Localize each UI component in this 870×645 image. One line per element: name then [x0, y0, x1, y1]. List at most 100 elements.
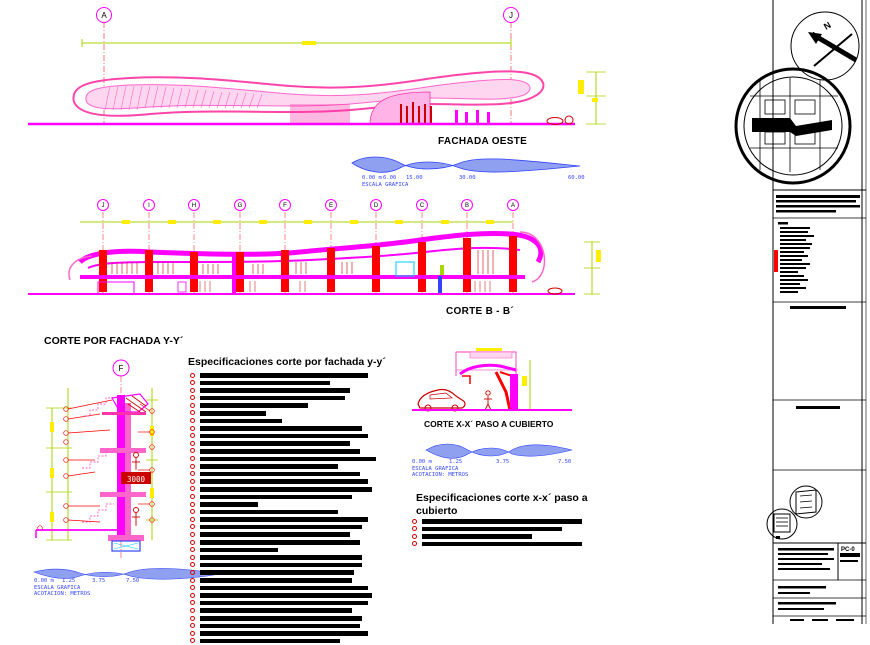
spec-text-redacted: [200, 448, 360, 454]
corte-xx-drawing: [412, 348, 572, 412]
bb-axis-label: J: [102, 203, 105, 209]
yy-scale-tick: 0.00 m: [34, 578, 54, 584]
xx-scale-caption: ESCALA GRAFICA: [412, 466, 459, 472]
spec-bullet-icon: [190, 471, 195, 477]
yy-level-tag: 3000: [127, 475, 146, 484]
spec-text-redacted: [200, 410, 266, 416]
spec-bullet-icon: [190, 607, 195, 613]
fachada-scale-tick: 60.00: [568, 175, 585, 181]
spec-text-redacted: [200, 509, 338, 515]
spec-text-redacted: [200, 578, 352, 583]
spec-bullet-icon: [190, 554, 195, 560]
bb-axis-label: C: [420, 203, 425, 209]
spec-text-redacted: [200, 562, 362, 568]
spec-text-redacted: [422, 534, 532, 539]
axis-label-j: J: [509, 11, 513, 20]
spec-bullet-icon: [190, 387, 195, 393]
bb-axis-label: H: [192, 203, 196, 209]
drawing-sheet: A J: [28, 0, 867, 624]
spec-text-redacted: [200, 373, 368, 378]
spec-text-redacted: [200, 608, 352, 613]
spec-bullet-icon: [190, 372, 195, 378]
bb-axis-label: D: [374, 203, 379, 209]
spec-text-redacted: [200, 433, 368, 439]
spec-bullet-icon: [190, 630, 195, 636]
sheet-code: PC-0: [841, 547, 855, 553]
spec-bullet-icon: [190, 463, 195, 469]
spec-bullet-icon: [190, 433, 195, 439]
spec-text-redacted: [200, 585, 368, 591]
spec-bullet-icon: [190, 448, 195, 454]
spec-bullet-icon: [190, 494, 195, 499]
axis-bubble-j: [503, 7, 519, 23]
corte-bb-drawing: J I H G F E D C B A: [28, 199, 601, 296]
spec-xx-title-line1: Especificaciones corte x-x´ paso a: [416, 492, 588, 504]
spec-text-redacted: [200, 395, 345, 401]
spec-text-redacted: [422, 541, 582, 547]
spec-bullet-icon: [190, 562, 195, 568]
bb-axis-label: I: [148, 203, 150, 209]
spec-text-redacted: [200, 638, 340, 644]
spec-bullet-icon: [190, 501, 195, 507]
fachada-scale-tick: 30.00: [459, 175, 476, 181]
spec-text-redacted: [200, 456, 376, 462]
spec-bullet-icon: [190, 592, 195, 598]
spec-text-redacted: [200, 502, 258, 507]
spec-bullet-icon: [190, 516, 195, 522]
xx-scale-tick: 7.50: [558, 459, 572, 465]
bb-axis-label: A: [511, 203, 515, 209]
spec-bullet-icon: [412, 526, 417, 532]
spec-text-redacted: [200, 403, 308, 408]
north-label: N: [822, 20, 833, 32]
yy-scale-tick: 7.50: [126, 578, 140, 584]
spec-text-redacted: [200, 517, 368, 522]
spec-text-redacted: [422, 526, 562, 532]
spec-bullet-icon: [190, 478, 195, 484]
spec-bullet-icon: [190, 380, 195, 386]
spec-text-redacted: [200, 570, 354, 576]
north-arrow-icon: [808, 31, 858, 67]
xx-scale-tick: 1.25: [449, 459, 463, 465]
spec-text-redacted: [200, 418, 282, 424]
spec-text-redacted: [200, 479, 368, 484]
spec-text-redacted: [200, 631, 368, 636]
bb-axis-label: F: [283, 203, 287, 209]
yy-scale-caption: ESCALA GRAFICA: [34, 585, 81, 591]
yy-axis-label: F: [119, 364, 124, 373]
fachada-scale-tick: 6.00: [383, 175, 397, 181]
spec-text-redacted: [200, 547, 278, 553]
spec-bullet-icon: [190, 425, 195, 431]
fachada-oeste-title: FACHADA OESTE: [438, 136, 528, 147]
spec-bullet-icon: [190, 440, 195, 446]
fachada-scale-caption: ESCALA GRAFICA: [362, 182, 409, 188]
fachada-oeste-drawing: A J: [28, 7, 606, 126]
corte-xx-title: CORTE X-X´ PASO A CUBIERTO: [424, 419, 554, 429]
spec-bullet-icon: [190, 531, 195, 537]
spec-bullet-icon: [412, 541, 417, 547]
spec-bullet-icon: [190, 569, 195, 575]
axis-label-a: A: [101, 11, 107, 20]
spec-bullet-icon: [190, 456, 195, 462]
corte-bb-title: CORTE B - B´: [446, 306, 515, 317]
spec-bullet-icon: [190, 585, 195, 591]
spec-bullet-icon: [190, 539, 195, 545]
xx-scale-caption: ACOTACION: METROS: [412, 472, 469, 478]
spec-bullet-icon: [190, 600, 195, 606]
spec-bullet-icon: [190, 577, 195, 583]
spec-bullet-icon: [190, 547, 195, 553]
spec-text-redacted: [200, 426, 362, 431]
fachada-scale-tick: 0.00 m: [362, 175, 382, 181]
spec-bullet-icon: [412, 533, 417, 539]
title-block: N: [734, 0, 867, 624]
spec-bullet-icon: [190, 524, 195, 530]
yy-scale-tick: 3.75: [92, 578, 106, 584]
yy-scale-caption: ACOTACION: METROS: [34, 591, 91, 597]
spec-text-redacted: [200, 524, 362, 530]
spec-xx-title-line2: cubierto: [416, 505, 458, 517]
spec-text-redacted: [200, 388, 350, 393]
axis-bubble-a: [96, 7, 112, 23]
spec-text-redacted: [200, 494, 352, 500]
spec-bullet-icon: [190, 402, 195, 408]
spec-bullet-icon: [190, 509, 195, 515]
spec-text-redacted: [200, 600, 368, 606]
